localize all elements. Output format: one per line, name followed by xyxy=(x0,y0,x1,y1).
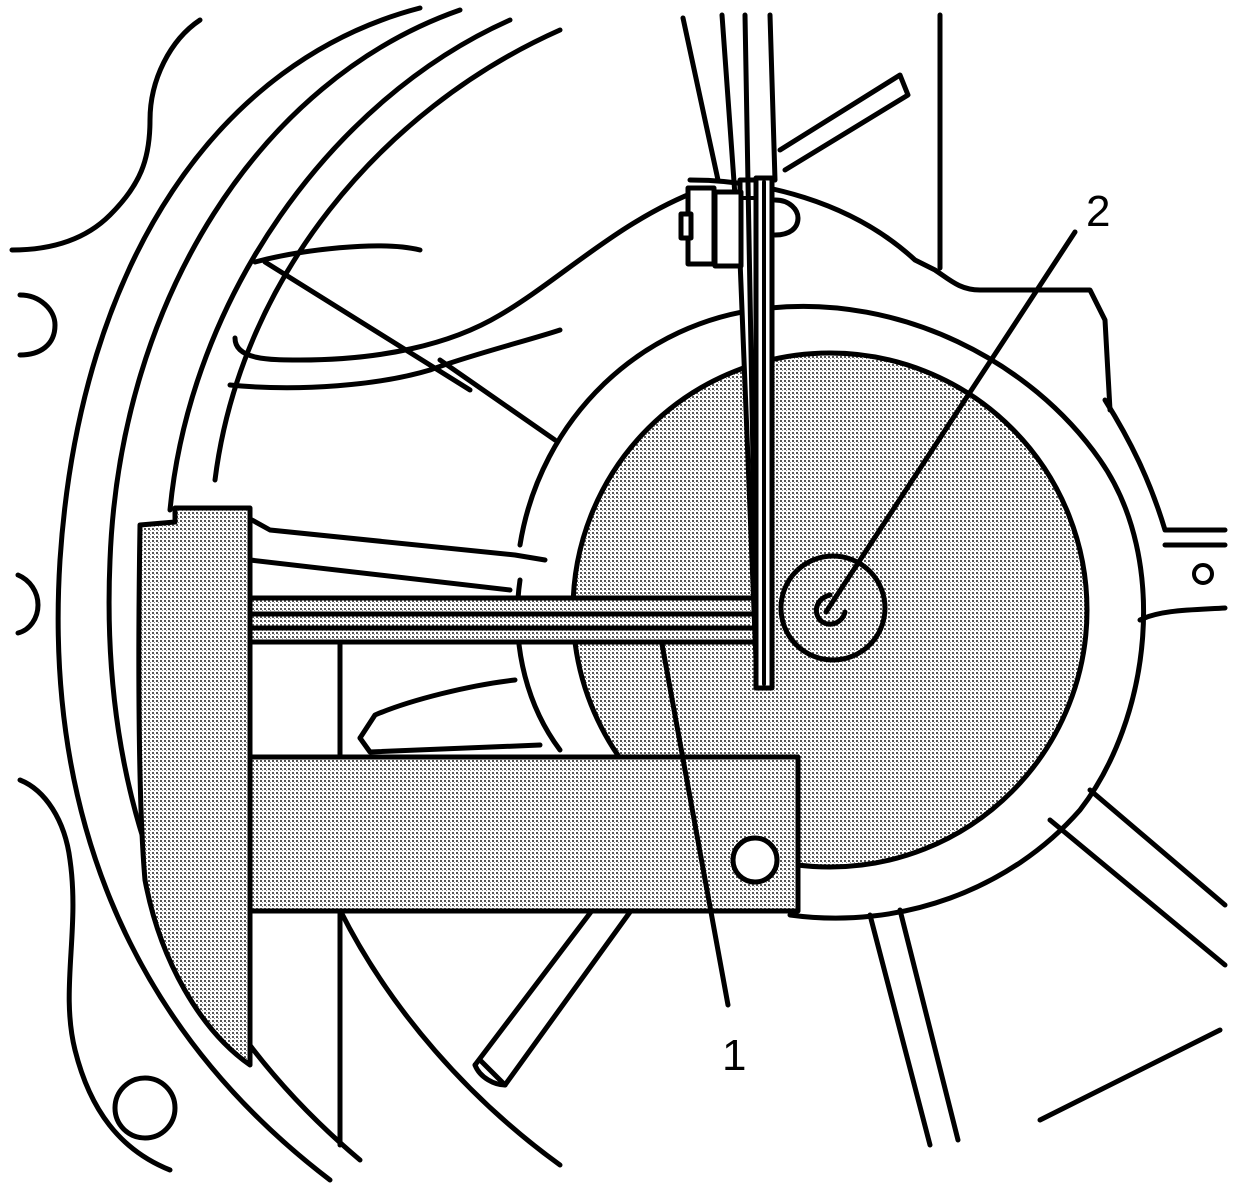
bolt-hole-left-lower xyxy=(112,1075,178,1141)
housing-flange xyxy=(9,17,203,1173)
dial-indicator-stem xyxy=(678,12,801,691)
housing-ribs xyxy=(227,187,703,1148)
callout-2-label: 2 xyxy=(1086,187,1110,236)
indicator-clamp-mid xyxy=(712,189,744,269)
bolt-hole-left-upper xyxy=(17,292,58,358)
tool-arm xyxy=(247,754,801,914)
callout-1-leader xyxy=(659,641,731,1008)
callout-2-leader xyxy=(823,229,1078,615)
tool-arm-hole xyxy=(730,835,780,885)
feeler-gauge-blade xyxy=(247,595,763,645)
indicator-clamp-tab xyxy=(678,211,694,241)
callout-1-label: 1 xyxy=(722,1031,746,1080)
bolt-hole-left-middle xyxy=(15,572,41,636)
center-pin xyxy=(813,592,848,627)
indicator-clamp-right xyxy=(772,197,801,238)
bolt-hole-right xyxy=(1192,563,1214,585)
center-boss xyxy=(778,553,888,663)
